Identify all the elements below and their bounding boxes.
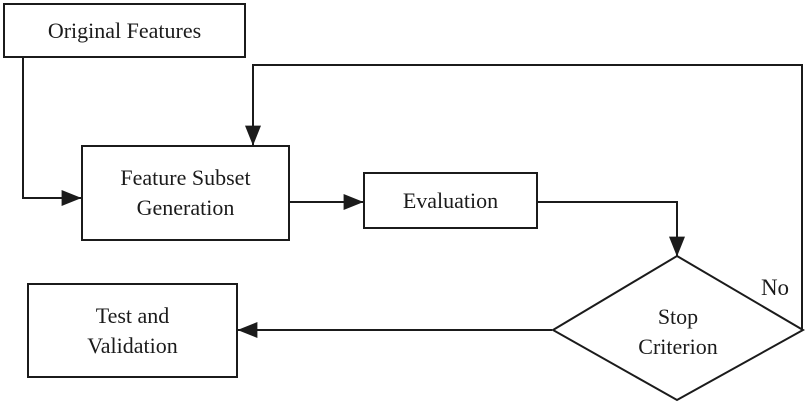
edge-stop-no-feedback [245, 64, 803, 330]
node-feature-subset-generation-label: Feature Subset Generation [120, 165, 251, 220]
edge-original-to-subset [22, 57, 82, 206]
edge-label-no-text: No [760, 275, 790, 300]
node-stop-criterion-label: Stop Criterion [638, 304, 718, 359]
node-test-and-validation: Test and Validation [27, 283, 238, 378]
stop-criterion-diamond [551, 254, 806, 402]
node-stop-criterion: Stop Criterion [595, 301, 761, 363]
node-evaluation-label: Evaluation [402, 187, 499, 213]
node-original-features-label: Original Features [47, 17, 202, 43]
node-original-features: Original Features [3, 3, 246, 58]
edge-label-no: No [750, 272, 800, 304]
node-evaluation: Evaluation [363, 172, 538, 229]
node-feature-subset-generation: Feature Subset Generation [81, 145, 290, 241]
node-test-and-validation-label: Test and Validation [87, 302, 178, 358]
edge-evaluation-to-stop [538, 201, 685, 257]
